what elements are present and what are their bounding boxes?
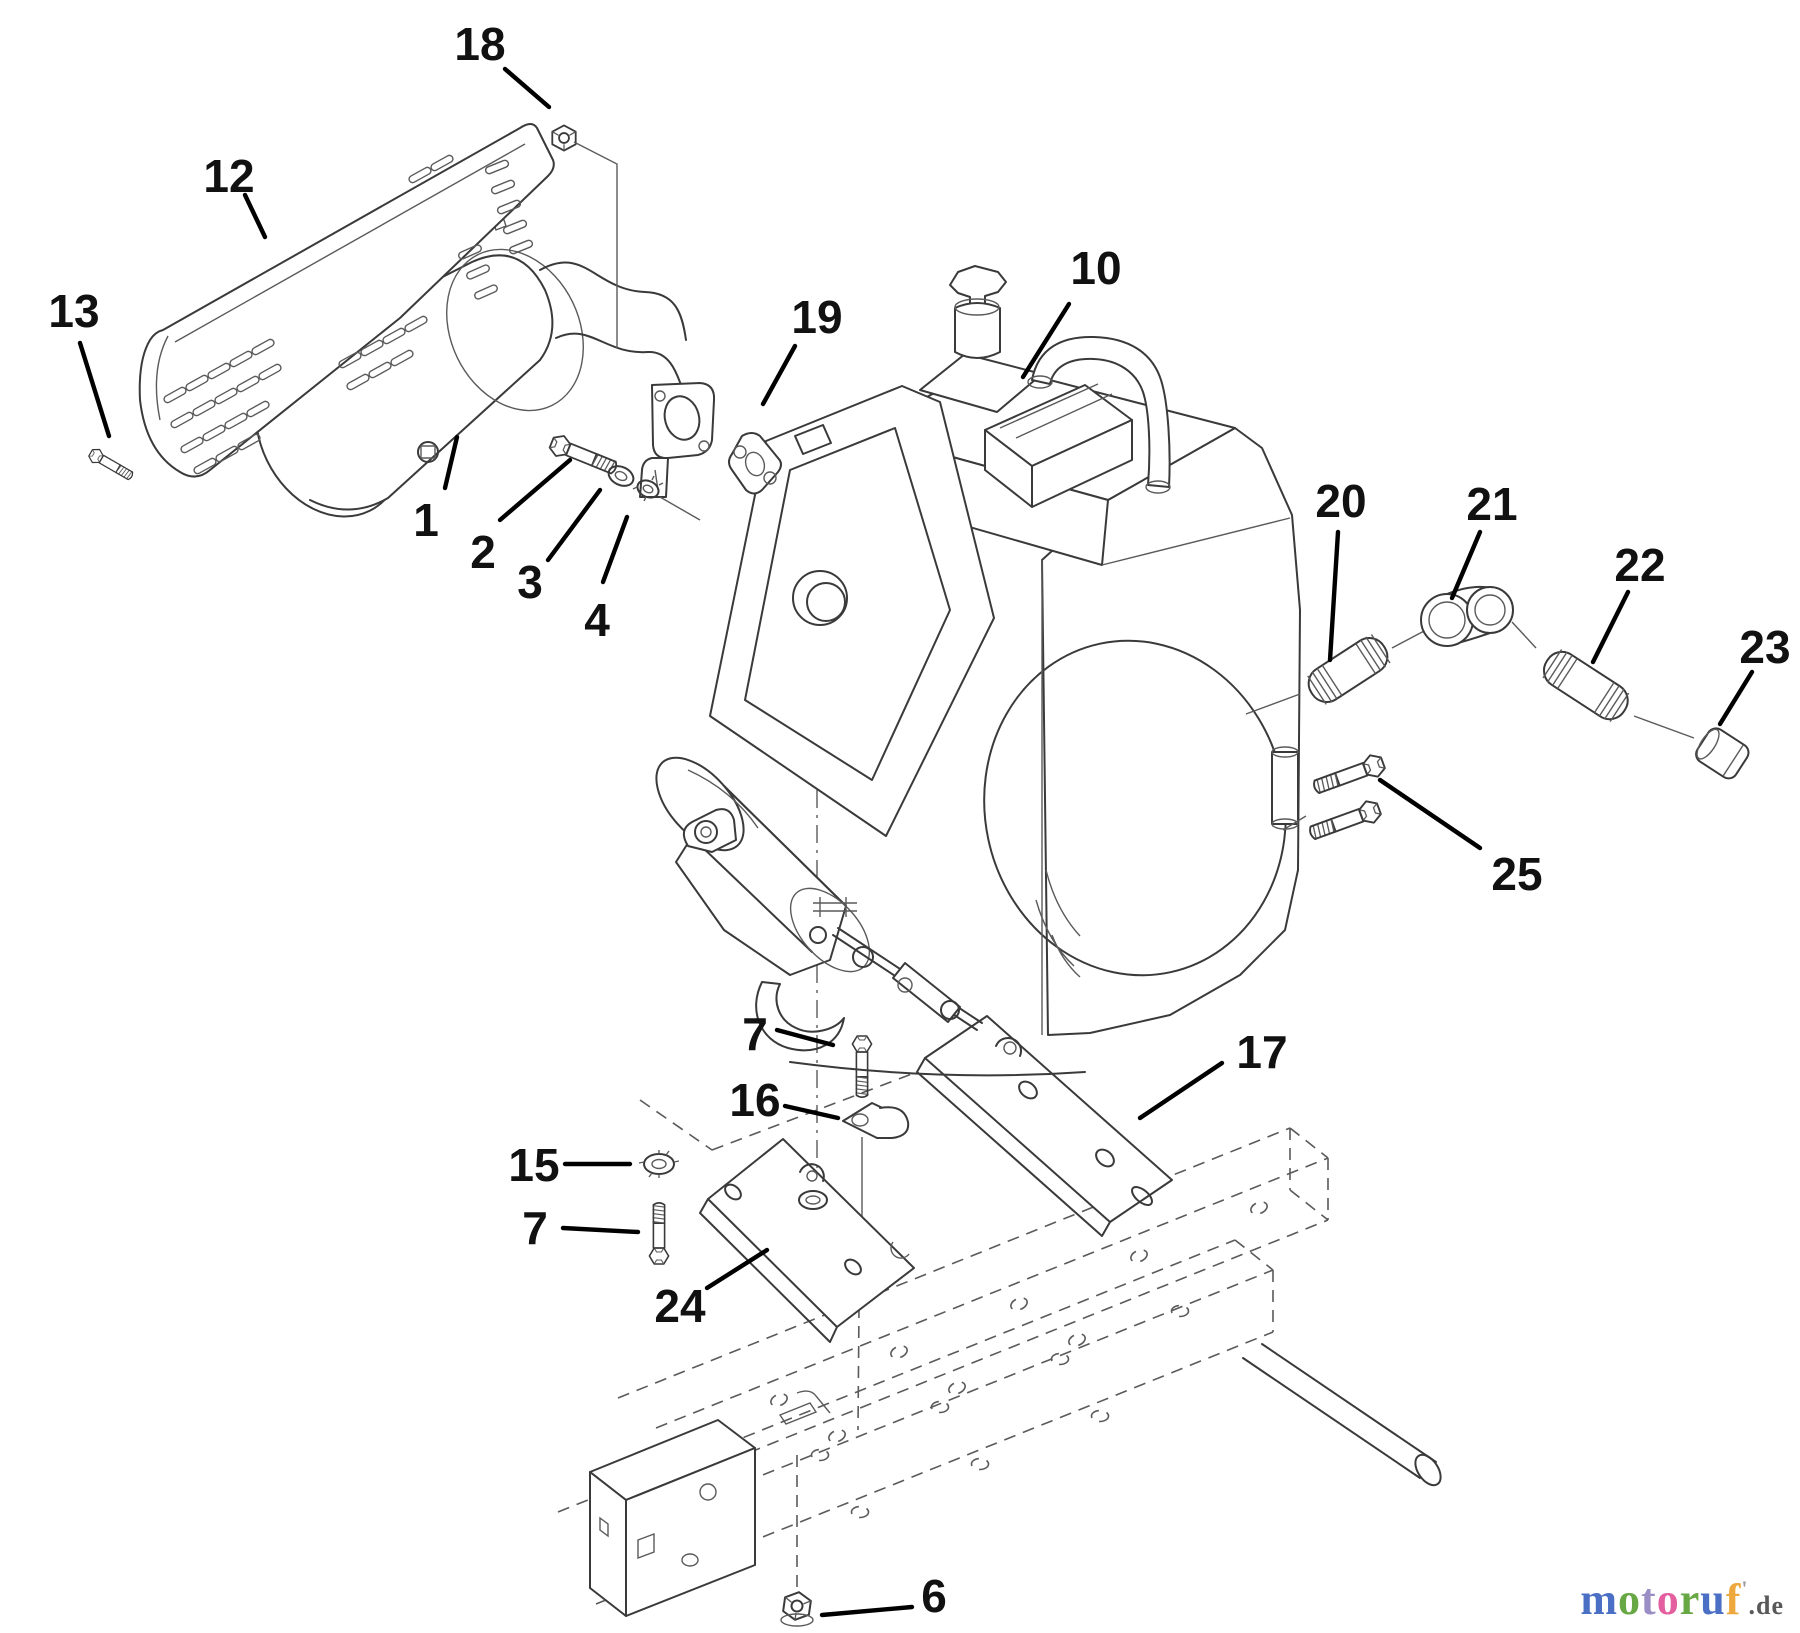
exhaust-gasket — [728, 432, 782, 495]
engine-mount-plate-24 — [699, 1138, 915, 1343]
bolt-25b — [1305, 797, 1384, 846]
starter-motor — [655, 756, 871, 1052]
callout-7-lower: 7 — [522, 1202, 548, 1254]
logo-letter: f — [1725, 1575, 1742, 1624]
screw-13 — [86, 445, 137, 484]
engine-mount-plate-17 — [916, 1015, 1173, 1237]
leader-lines — [77, 66, 1755, 1618]
lock-washer-15 — [638, 1150, 680, 1178]
bolt-7-upper — [851, 1035, 873, 1098]
logo-letter: o — [1656, 1575, 1680, 1624]
callout-labels: 18 12 13 1 2 3 4 19 10 20 21 22 23 25 7 … — [48, 18, 1790, 1622]
logo-letter: r — [1679, 1575, 1701, 1624]
callout-1: 1 — [413, 494, 439, 546]
callout-12: 12 — [203, 150, 254, 202]
callout-18: 18 — [454, 18, 505, 70]
callout-17: 17 — [1236, 1026, 1287, 1078]
callout-24: 24 — [654, 1280, 706, 1332]
callout-19: 19 — [791, 291, 842, 343]
callout-16: 16 — [729, 1074, 780, 1126]
callout-7-upper: 7 — [742, 1008, 768, 1060]
pipe-nipple-22 — [1542, 649, 1630, 722]
engine-body — [1041, 427, 1301, 1036]
callout-15: 15 — [508, 1139, 559, 1191]
pipe-nipple-20 — [1307, 634, 1391, 705]
air-box — [984, 383, 1133, 508]
bolt-25a — [1309, 751, 1388, 800]
callout-4: 4 — [584, 594, 610, 646]
callout-6: 6 — [921, 1570, 947, 1622]
assembly-axis-center-lower — [857, 1305, 860, 1431]
washer-3 — [607, 465, 635, 487]
callout-2: 2 — [470, 526, 496, 578]
nut-6 — [780, 1589, 814, 1627]
logo-letter: t — [1641, 1575, 1657, 1624]
nut-18-axis — [573, 141, 618, 348]
callout-20: 20 — [1315, 475, 1366, 527]
elbow-fitting-21 — [1420, 585, 1514, 647]
fitting-axis-a — [1391, 629, 1427, 649]
frame-end-block — [589, 1419, 756, 1617]
cap-23 — [1695, 727, 1750, 780]
lifting-handle — [1031, 335, 1171, 488]
exhaust-port — [794, 424, 832, 455]
linkage-cluster — [789, 897, 1086, 1077]
callout-3: 3 — [517, 556, 543, 608]
blower-housing-cover — [709, 385, 995, 837]
lock-washer-4 — [632, 475, 664, 502]
fitting-axis-c — [1633, 715, 1695, 739]
logo-tld: .de — [1748, 1591, 1784, 1620]
motoruf-logo[interactable]: motoruf'.de — [1580, 1574, 1784, 1625]
logo-letter: u — [1700, 1575, 1726, 1624]
nut-18 — [551, 124, 577, 152]
logo-mark: ' — [1741, 1576, 1749, 1601]
hardware-axis — [659, 496, 701, 521]
engine-assembly — [655, 265, 1301, 1077]
callout-21: 21 — [1466, 478, 1517, 530]
spacer-25 — [1271, 746, 1299, 830]
fuel-valve — [949, 265, 1007, 359]
bolt-7-lower — [648, 1202, 670, 1265]
logo-letter: o — [1618, 1575, 1642, 1624]
callout-22: 22 — [1614, 539, 1665, 591]
frame-cross-tube — [1242, 1343, 1442, 1487]
callout-13: 13 — [48, 285, 99, 337]
callout-23: 23 — [1739, 621, 1790, 673]
logo-letter: m — [1580, 1575, 1619, 1624]
spacer-axis — [1245, 693, 1307, 831]
callout-10: 10 — [1070, 242, 1121, 294]
exhaust-flange-bracket — [639, 382, 716, 498]
callout-25: 25 — [1491, 848, 1542, 900]
heat-shield — [138, 123, 555, 478]
cable-clamp-16 — [842, 1102, 910, 1139]
fitting-axis-b — [1511, 621, 1537, 649]
